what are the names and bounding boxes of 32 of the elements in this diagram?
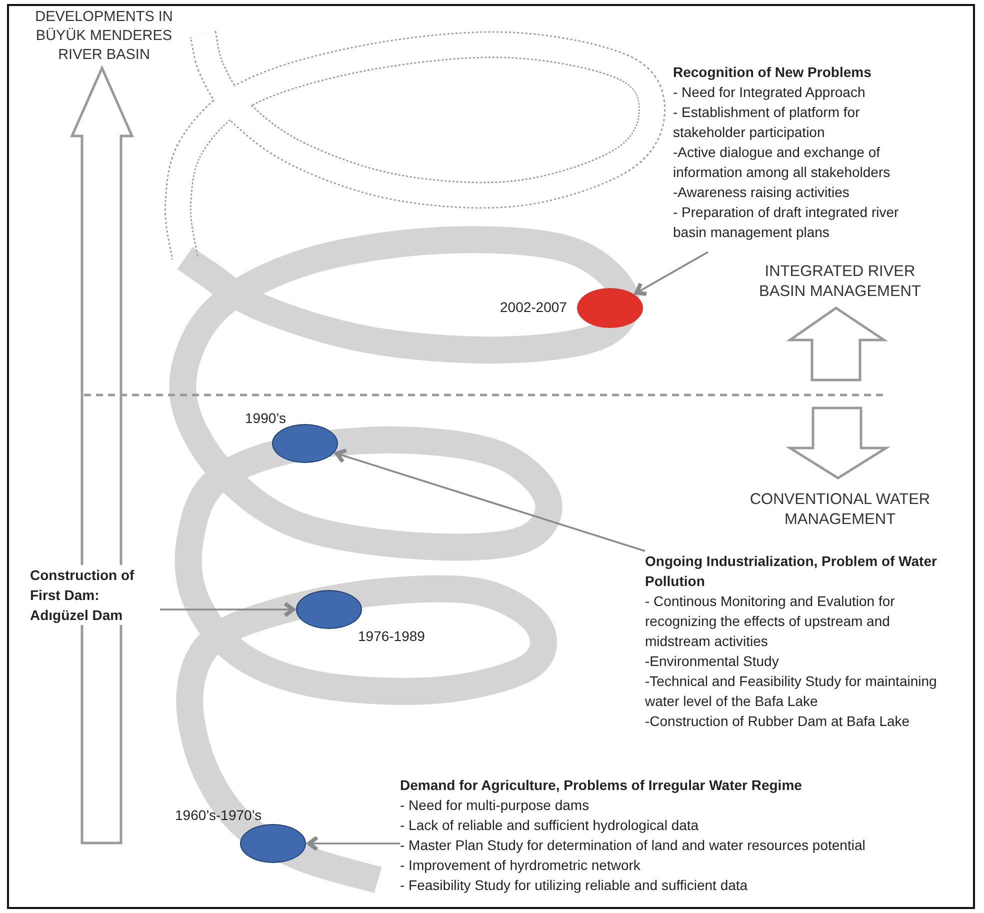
leader-arrow [334,448,646,552]
heading-text: Demand for Agriculture, Problems of Irregular Water Regime [400,776,803,795]
leader-arrow [634,251,708,296]
section-label: CONVENTIONAL WATER MANAGEMENT [748,490,932,530]
ellipse-marker [577,288,643,328]
bullet-text: - Establishment of platform for stakeholder participation [673,103,861,142]
ellipse-marker [296,590,362,629]
heading-text: Ongoing Industrialization, Problem of Water Pollution [645,552,938,591]
ellipse-marker [272,424,338,463]
bullet-text: - Feasibility Study for utilizing reliable and sufficient data [400,876,749,895]
section-label: DEVELOPMENTS IN BÜYÜK MENDERES RIVER BASIN [34,8,174,65]
period-label: 1990’s [245,409,286,427]
bullet-text: - Lack of reliable and sufficient hydrological data [400,816,700,835]
bullet-text: - Need for Integrated Approach [673,83,866,102]
bullet-text: - Need for multi-purpose dams [400,796,590,815]
period-label: 1960’s-1970’s [175,806,262,824]
heading-text: Construction of First Dam: Adıgüzel Dam [30,566,136,625]
bullet-text: - Preparation of draft integrated river basin management plans [673,203,900,242]
bullet-text: - Continous Monitoring and Evalution for recognizing the effects of upstream and midstream activities [645,592,896,651]
period-label: 1976-1989 [358,627,425,645]
bullet-text: -Environmental Study [645,652,780,671]
period-label: 2002-2007 [500,298,567,316]
leader-arrow [307,836,400,852]
bullet-text: -Construction of Rubber Dam at Bafa Lake [645,712,911,731]
bullet-text: - Improvement of hyrdrometric network [400,856,642,875]
bullet-text: - Master Plan Study for determination of land and water resources potential [400,836,866,855]
section-label: INTEGRATED RIVER BASIN MANAGEMENT [758,262,922,302]
leader-arrow [160,602,295,618]
heading-text: Recognition of New Problems [673,63,872,82]
bullet-text: -Awareness raising activities [673,183,850,202]
bullet-text: -Active dialogue and exchange of information among all stakeholders [673,143,892,182]
bullet-text: -Technical and Feasibility Study for maintaining water level of the Bafa Lake [645,672,938,711]
